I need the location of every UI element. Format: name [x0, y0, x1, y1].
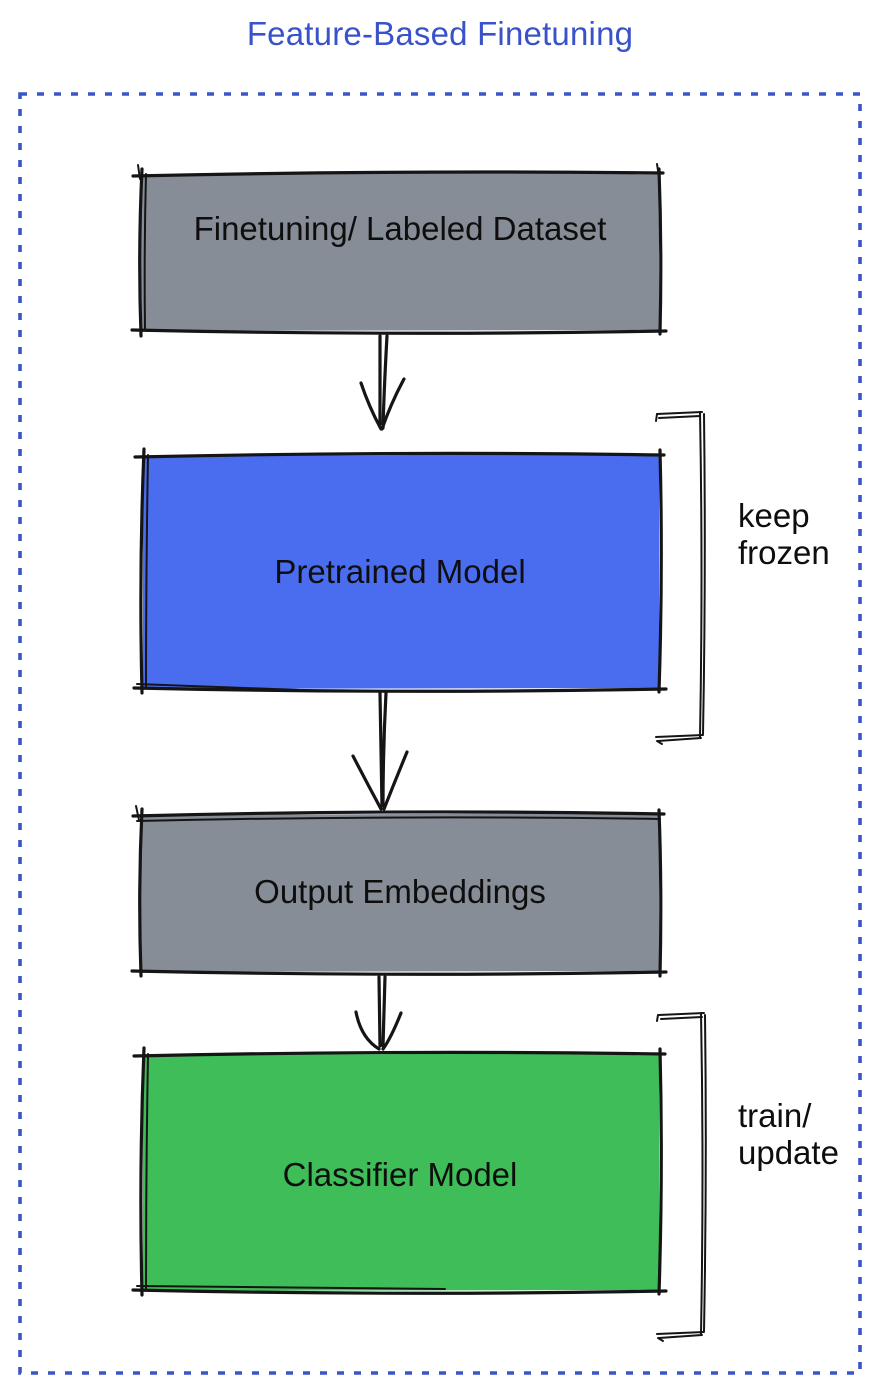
box-pretrained-model	[132, 447, 668, 695]
annotation-line: keep	[738, 497, 810, 534]
arrow-down-icon	[354, 975, 403, 1051]
box-label-output-embeddings: Output Embeddings	[254, 873, 546, 910]
annotation-train-update: train/ update	[738, 1097, 839, 1171]
box-output-embeddings	[130, 805, 668, 978]
bracket-right-icon	[656, 1012, 707, 1342]
dotted-boundary	[18, 92, 862, 1375]
annotation-keep-frozen: keep frozen	[738, 497, 830, 571]
box-fill	[141, 813, 659, 972]
box-label-classifier-model: Classifier Model	[282, 1156, 518, 1193]
box-fill	[143, 1053, 659, 1291]
annotation-line: train/	[738, 1097, 812, 1134]
annotation-line: frozen	[738, 534, 830, 571]
box-fill	[143, 454, 659, 689]
bracket-right-icon	[655, 411, 706, 745]
diagram-title: Feature-Based Finetuning	[246, 15, 634, 52]
box-fill	[141, 172, 659, 331]
box-label-pretrained-model: Pretrained Model	[274, 553, 526, 590]
box-finetuning-dataset	[130, 163, 668, 338]
arrow-down-icon	[359, 334, 406, 431]
arrow-down-icon	[351, 691, 409, 811]
box-label-finetuning-dataset: Finetuning/ Labeled Dataset	[193, 210, 607, 247]
box-classifier-model	[131, 1046, 668, 1297]
annotation-line: update	[738, 1134, 839, 1171]
